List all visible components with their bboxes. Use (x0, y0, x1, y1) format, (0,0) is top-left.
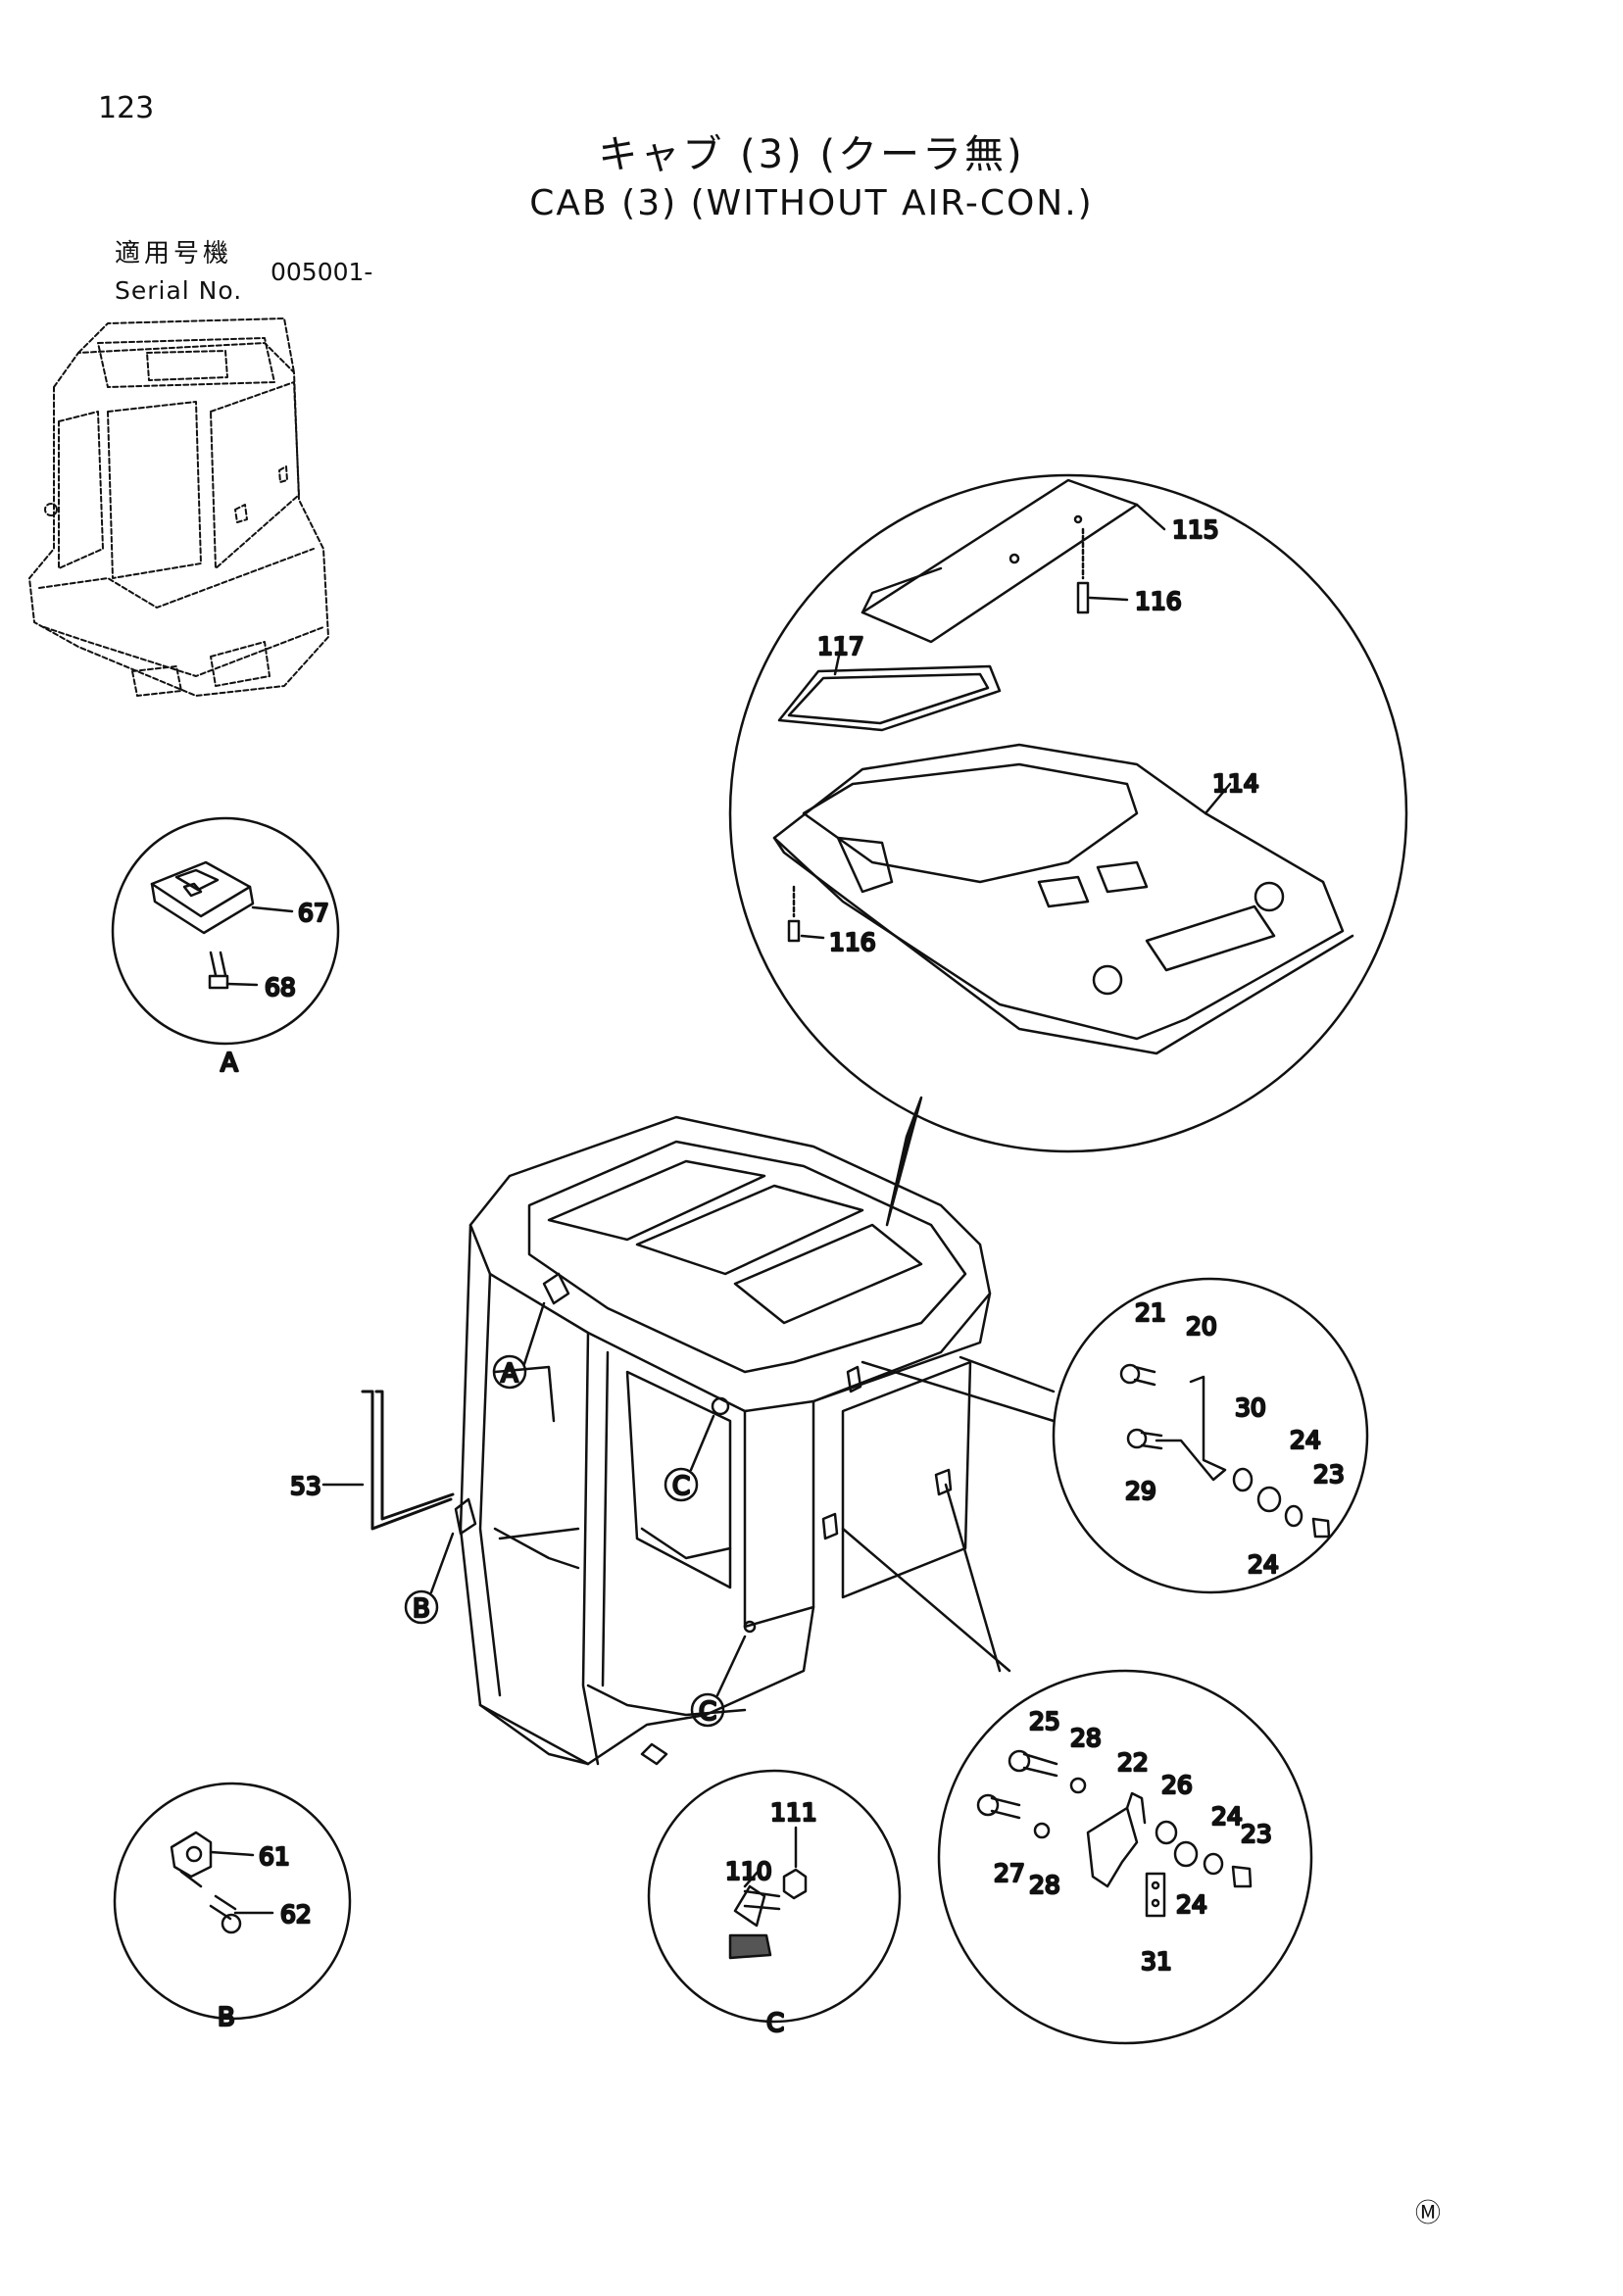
part-label-23-lower: 23 (1241, 1820, 1272, 1848)
cab-overview-thumbnail (28, 318, 329, 697)
callout-a: A (501, 1359, 518, 1389)
part-label-28-upper: 28 (1070, 1724, 1102, 1752)
part-label-111: 111 (770, 1798, 817, 1827)
part-label-27: 27 (994, 1859, 1025, 1887)
part-label-28-lower: 28 (1029, 1871, 1060, 1899)
detail-a-circle (111, 816, 340, 1046)
part-label-26: 26 (1161, 1771, 1193, 1799)
page-title-english: CAB (3) (WITHOUT AIR-CON.) (529, 183, 1094, 223)
serial-label-english: Serial No. (115, 276, 243, 305)
corner-mark: Ⓜ (1415, 2199, 1442, 2228)
part-label-116-top: 116 (1135, 587, 1182, 615)
part-label-29: 29 (1125, 1477, 1156, 1505)
detail-c-circle (647, 1769, 902, 2024)
upper-hinge-detail-circle (1052, 1277, 1369, 1594)
part-label-22: 22 (1117, 1748, 1149, 1777)
part-label-116-bottom: 116 (829, 928, 876, 956)
part-label-23-upper: 23 (1313, 1460, 1345, 1489)
callout-c-lower: C (699, 1697, 716, 1727)
detail-b-label: B (218, 2003, 235, 2032)
page-number: 123 (98, 91, 155, 125)
detail-b-circle (113, 1782, 352, 2021)
callout-b: B (413, 1594, 430, 1624)
detail-c-label: C (766, 2009, 784, 2038)
part-label-68: 68 (265, 973, 296, 1001)
part-label-24-upper: 24 (1290, 1426, 1321, 1454)
part-label-67: 67 (298, 899, 329, 927)
detail-a-label: A (221, 1049, 238, 1078)
part-label-24-lower: 24 (1248, 1550, 1279, 1579)
lower-hinge-detail-circle (937, 1669, 1313, 2045)
part-label-115: 115 (1172, 515, 1219, 544)
part-label-53: 53 (290, 1472, 321, 1500)
serial-number-value: 005001- (270, 258, 373, 286)
part-label-62: 62 (280, 1900, 312, 1929)
serial-label-japanese: 適用号機 (115, 239, 233, 269)
callout-c-upper: C (672, 1472, 690, 1501)
roof-detail-circle (728, 473, 1408, 1227)
page-title-japanese: キャブ (3) (クーラ無) (598, 132, 1025, 177)
part-label-110: 110 (725, 1857, 772, 1885)
part-label-24-lower-b: 24 (1176, 1890, 1207, 1919)
part-label-20: 20 (1186, 1312, 1217, 1341)
part-label-30: 30 (1235, 1393, 1266, 1422)
part-label-25: 25 (1029, 1707, 1060, 1735)
part-label-24-upper-b: 24 (1211, 1802, 1243, 1831)
cab-frame-drawing (321, 1115, 1056, 1766)
part-label-31: 31 (1141, 1947, 1172, 1976)
part-label-21: 21 (1135, 1298, 1166, 1327)
part-label-114: 114 (1212, 769, 1259, 798)
part-label-61: 61 (259, 1842, 290, 1871)
part-label-117: 117 (817, 632, 864, 660)
